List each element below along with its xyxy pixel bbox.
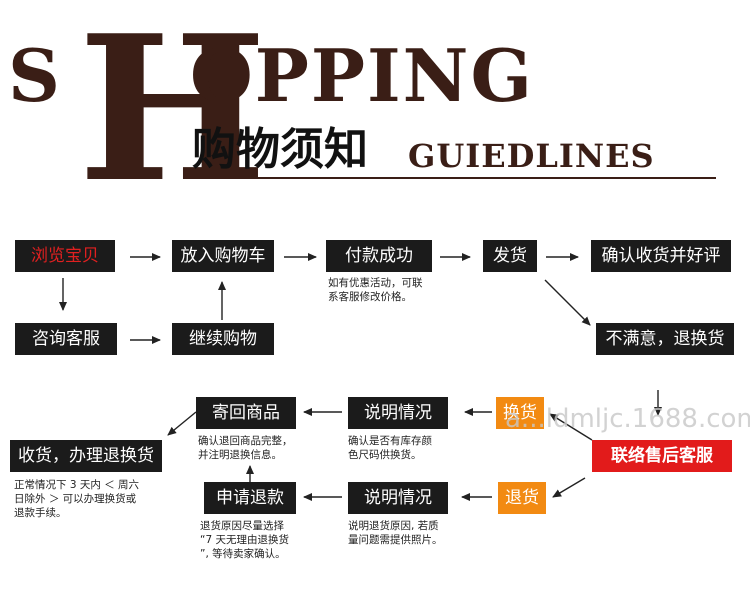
step-send-back-goods: 寄回商品 (196, 397, 296, 429)
step-receive-goods-return: 收货，办理退换货 (10, 440, 162, 472)
note-exchange-line: 确认是否有库存颜 (348, 435, 432, 447)
note-pay-line: 系客服修改价格。 (328, 291, 412, 303)
note-apply: 退货原因尽量选择 “7 天无理由退换货 ”, 等待卖家确认。 (200, 519, 289, 561)
arrow-aftersales-to-refund (552, 477, 586, 498)
step-consult-service: 咨询客服 (15, 323, 117, 355)
banner-letters-rest: OPPING (190, 33, 534, 118)
note-pay: 如有优惠活动，可联 系客服修改价格。 (328, 276, 423, 304)
banner-letter-h: H (78, 0, 267, 227)
note-apply-line: ”, 等待卖家确认。 (200, 548, 286, 560)
step-unsatisfied-return: 不满意，退换货 (596, 323, 734, 355)
arrow-aftersales-to-exchange (549, 413, 593, 441)
step-add-to-cart: 放入购物车 (172, 240, 274, 272)
note-receive-line: 日除外 ＞ 可以办理换货或 (14, 493, 137, 505)
arrow-sendback-to-receive (167, 411, 197, 436)
note-refund-line: 说明退货原因, 若质 (348, 520, 439, 532)
step-continue-shopping: 继续购物 (172, 323, 274, 355)
step-confirm-review: 确认收货并好评 (591, 240, 731, 272)
note-apply-line: “7 天无理由退换货 (200, 534, 289, 546)
step-explain-situation-exchange: 说明情况 (348, 397, 448, 429)
note-receive-line: 退款手续。 (14, 507, 67, 519)
note-send-back-line: 并注明退换信息。 (198, 449, 282, 461)
arrow-ship-to-unsatisfied (544, 279, 591, 326)
step-contact-after-sales: 联络售后客服 (592, 440, 732, 472)
step-refund: 退货 (498, 482, 546, 514)
subtitle-chinese: 购物须知 (192, 124, 368, 175)
step-pay-success: 付款成功 (326, 240, 432, 272)
watermark: a...ldmljc.1688.com (505, 404, 750, 434)
note-receive: 正常情况下 3 天内 ＜ 周六 日除外 ＞ 可以办理换货或 退款手续。 (14, 478, 139, 520)
note-send-back-line: 确认退回商品完整， (198, 435, 293, 447)
step-explain-situation-refund: 说明情况 (348, 482, 448, 514)
step-ship: 发货 (483, 240, 537, 272)
step-apply-return: 申请退款 (204, 482, 296, 514)
banner-underline (196, 177, 716, 179)
step-browse: 浏览宝贝 (15, 240, 115, 272)
step-exchange: 换货 (496, 397, 544, 429)
note-apply-line: 退货原因尽量选择 (200, 520, 284, 532)
note-exchange-line: 色尺码供换货。 (348, 449, 422, 461)
note-pay-line: 如有优惠活动，可联 (328, 277, 423, 289)
note-refund: 说明退货原因, 若质 量问题需提供照片。 (348, 519, 443, 547)
note-receive-line: 正常情况下 3 天内 ＜ 周六 (14, 479, 140, 491)
note-refund-line: 量问题需提供照片。 (348, 534, 443, 546)
note-send-back: 确认退回商品完整， 并注明退换信息。 (198, 434, 293, 462)
banner-letter-s: S (8, 33, 60, 118)
subtitle-english: GUIEDLINES (408, 137, 655, 175)
note-exchange: 确认是否有库存颜 色尺码供换货。 (348, 434, 432, 462)
